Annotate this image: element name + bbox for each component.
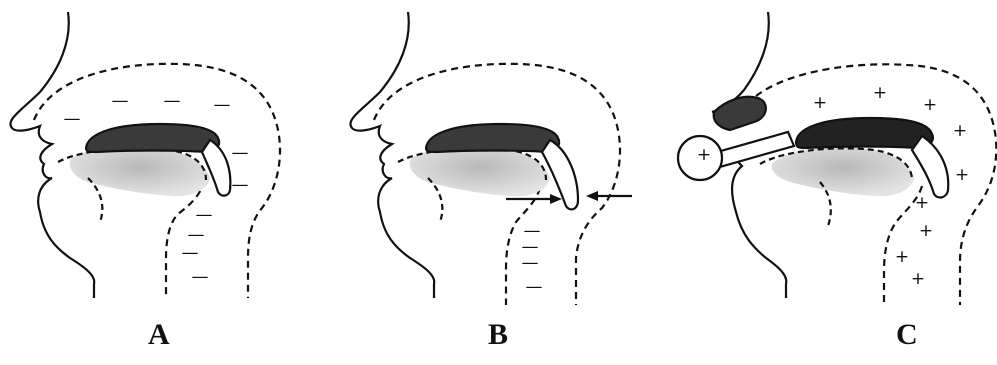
panel-label-c: C [896, 318, 918, 352]
pressure-sign-a-8: — [182, 243, 199, 263]
pressure-sign-a-1: — [164, 91, 181, 111]
pressure-sign-a-7: — [188, 225, 205, 245]
pressure-sign-a-2: — [214, 95, 231, 115]
panel-label-b: B [488, 318, 508, 352]
pressure-sign-c-7: + [895, 247, 909, 267]
pressure-sign-a-5: — [232, 175, 249, 195]
pressure-sign-a-6: — [196, 205, 213, 225]
pressure-sign-c-4: + [955, 165, 969, 185]
pressure-sign-a-3: — [64, 109, 81, 129]
pressure-sign-c-6: + [919, 221, 933, 241]
pressure-sign-a-4: — [232, 143, 249, 163]
pressure-sign-c-9: + [697, 145, 711, 165]
pressure-sign-c-1: + [873, 83, 887, 103]
pressure-sign-b-3: — [526, 277, 543, 297]
pressure-sign-c-3: + [953, 121, 967, 141]
pressure-sign-b-2: — [522, 253, 539, 273]
pressure-sign-a-9: — [192, 267, 209, 287]
pressure-sign-a-0: — [112, 91, 129, 111]
panel-label-a: A [148, 318, 170, 352]
pressure-sign-c-2: + [923, 95, 937, 115]
pressure-sign-c-5: + [915, 193, 929, 213]
pressure-sign-c-8: + [911, 269, 925, 289]
pressure-sign-c-0: + [813, 93, 827, 113]
